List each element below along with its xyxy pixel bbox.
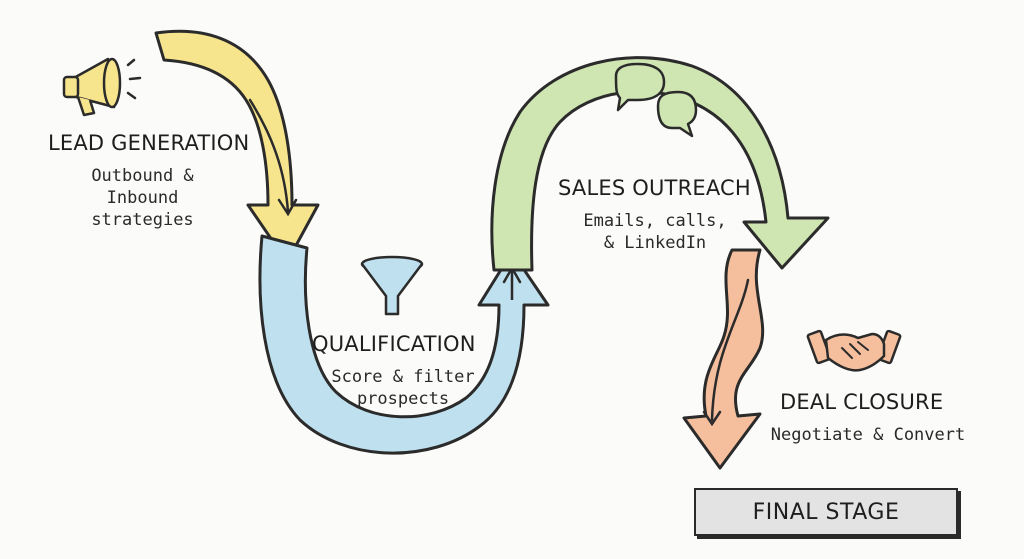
chat-bubbles-icon: [614, 62, 698, 138]
deal-closure-title: DEAL CLOSURE: [780, 390, 944, 414]
final-stage-box: FINAL STAGE: [694, 488, 958, 536]
lead-generation-title: LEAD GENERATION: [48, 131, 250, 155]
qualification-title: QUALIFICATION: [312, 332, 476, 356]
sales-outreach-arrow: [490, 56, 830, 272]
deal-closure-description: Negotiate & Convert: [770, 425, 966, 445]
lead-generation-description: Outbound & Inbound strategies: [91, 166, 194, 230]
funnel-icon: [360, 255, 424, 316]
handshake-icon: [806, 329, 902, 372]
megaphone-icon: [62, 57, 142, 117]
qualification-description: Score & filter prospects: [331, 367, 475, 409]
sales-outreach-title: SALES OUTREACH: [558, 176, 751, 200]
sales-outreach-description: Emails, calls, & LinkedIn: [583, 211, 727, 253]
deal-closure-arrow: [682, 248, 765, 470]
lead-generation-arrow: [154, 29, 320, 264]
